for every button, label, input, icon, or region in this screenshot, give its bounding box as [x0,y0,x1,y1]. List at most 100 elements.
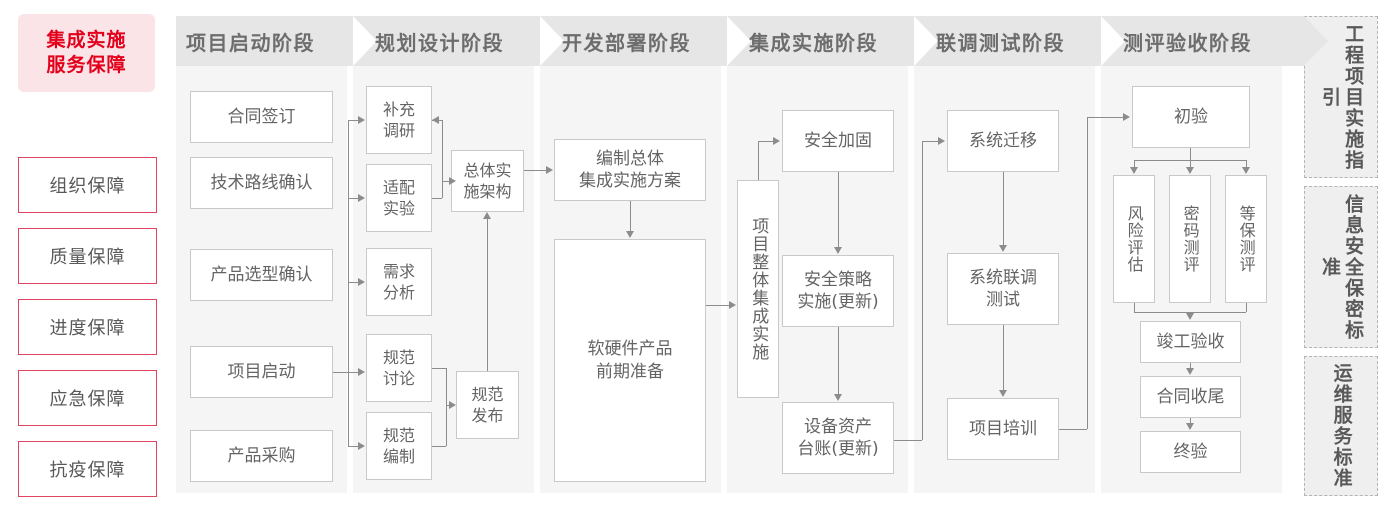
connector-to-migration [922,141,939,142]
chevron-notch-icon [1101,16,1125,66]
node-label: 总体实 施架构 [463,160,512,201]
node-spec-release[interactable]: 规范 发布 [456,371,519,439]
node-label: 设备资产 台账(更新) [797,416,879,459]
connector-bus-to-spec-drafting [348,446,359,447]
connector-integration-up [758,141,759,180]
connector-plan-to-prep [630,201,631,232]
node-spec-drafting[interactable]: 规范 编制 [366,412,432,480]
connector-prep-to-integration [706,305,730,306]
phase-header-1[interactable]: 项目启动阶段 [176,16,381,66]
connector-bus-to-requirement [348,282,359,283]
connector-merge-left [1134,303,1135,312]
node-tech-route-confirm[interactable]: 技术路线确认 [190,157,333,209]
arrow-icon [358,194,365,202]
phase-header-4-label: 集成实施阶段 [749,30,878,55]
arrow-icon [1186,423,1194,430]
connector-bus-to-adaptation [348,198,359,199]
node-label: 系统联调 测试 [969,267,1037,310]
connector-release-to-arch [487,219,488,371]
arrow-icon [483,212,491,219]
chevron-notch-icon [914,16,938,66]
arrow-icon [999,245,1007,252]
arrow-icon [834,394,842,401]
connector-spec-discussion-to-merge [432,368,446,369]
chevron-notch-icon [540,16,564,66]
arrow-icon [1186,368,1194,375]
sidebar-item-organization[interactable]: 组织保障 [18,157,157,213]
sidebar-item-quality[interactable]: 质量保障 [18,228,157,284]
sidebar-item-schedule[interactable]: 进度保障 [18,299,157,355]
connector-adaptation-to-merge [432,198,442,199]
node-cryptography-evaluation[interactable]: 密码测评 [1169,175,1211,303]
connector-ledger-right [894,440,922,441]
sidebar-item-epidemic[interactable]: 抗疫保障 [18,441,157,497]
node-completion-acceptance[interactable]: 竣工验收 [1140,321,1241,363]
arrow-icon [449,177,456,185]
arrow-icon [999,390,1007,397]
standard-card-infosec-standard[interactable]: 信息安全保密标准 [1304,186,1378,348]
connector-training-up [1087,117,1088,429]
node-draft-overall-integration-plan[interactable]: 编制总体 集成实施方案 [554,139,706,201]
connector-merge-arch [442,120,443,198]
arrow-icon [358,442,365,450]
arrow-icon [358,278,365,286]
standard-label: 运维服务标准 [1330,363,1353,489]
connector-completion-to-closeout [1190,363,1191,369]
sidebar-hero-line2: 服务保障 [46,54,127,76]
node-overall-implementation-architecture[interactable]: 总体实 施架构 [451,150,524,212]
arrow-icon [1242,167,1250,174]
node-overall-project-integration[interactable]: 项目整体集成实施 [737,180,779,398]
node-risk-assessment[interactable]: 风险评估 [1113,175,1155,303]
node-preliminary-acceptance[interactable]: 初验 [1132,86,1250,148]
phase-header-1-label: 项目启动阶段 [186,30,315,55]
connector-merge-right [1246,303,1247,312]
node-project-kickoff[interactable]: 项目启动 [190,346,333,398]
connector-ledger-up [922,141,923,440]
node-label: 软硬件产品 前期准备 [587,339,673,382]
node-label: 适配 实验 [382,177,415,218]
node-adaptation-experiment[interactable]: 适配 实验 [366,164,432,232]
standard-card-om-service-standard[interactable]: 运维服务标准 [1304,356,1378,496]
arrow-icon [938,137,945,145]
node-label: 规范 发布 [471,384,504,425]
arrow-icon [358,116,365,124]
node-spec-discussion[interactable]: 规范 讨论 [366,334,432,402]
connector-integration-to-hardening [758,141,774,142]
sidebar-item-emergency[interactable]: 应急保障 [18,370,157,426]
chevron-right-icon [1304,16,1328,66]
connector-to-preliminary [1087,117,1124,118]
node-supplementary-research[interactable]: 补充 调研 [366,86,432,154]
node-label: 编制总体 集成实施方案 [579,148,681,191]
phase-header-2-label: 规划设计阶段 [375,30,504,55]
connector-policy-to-ledger [838,327,839,395]
phase-header-2[interactable]: 规划设计阶段 [353,16,580,66]
node-security-hardening[interactable]: 安全加固 [782,110,894,172]
node-requirement-analysis[interactable]: 需求 分析 [366,248,432,316]
node-contract-signing[interactable]: 合同签订 [190,91,333,143]
arrow-icon [1123,113,1130,121]
node-system-migration[interactable]: 系统迁移 [947,110,1059,172]
phase-header-5-label: 联调测试阶段 [936,30,1065,55]
node-asset-ledger-update[interactable]: 设备资产 台账(更新) [782,402,894,474]
node-security-policy-implementation[interactable]: 安全策略 实施(更新) [782,255,894,327]
node-label: 规范 讨论 [382,347,415,388]
arrow-icon [358,368,365,376]
node-final-acceptance[interactable]: 终验 [1140,431,1241,473]
node-system-joint-test[interactable]: 系统联调 测试 [947,253,1059,325]
node-contract-closeout[interactable]: 合同收尾 [1140,376,1241,418]
arrow-icon [449,401,456,409]
connector-split-mid [1190,160,1191,168]
node-product-procurement[interactable]: 产品采购 [190,430,333,482]
connector-kickoff-to-bus [333,372,349,373]
connector-training-right [1059,429,1087,430]
connector-closeout-to-final [1190,418,1191,424]
node-hw-sw-preparation[interactable]: 软硬件产品 前期准备 [554,239,706,482]
chevron-notch-icon [353,16,377,66]
node-mlps-evaluation[interactable]: 等保测评 [1225,175,1267,303]
node-project-training[interactable]: 项目培训 [947,398,1059,460]
node-label: 规范 编制 [382,425,415,466]
node-product-selection-confirm[interactable]: 产品选型确认 [190,249,333,301]
phase-header-3-label: 开发部署阶段 [562,30,691,55]
connector-hardening-to-policy [838,172,839,248]
